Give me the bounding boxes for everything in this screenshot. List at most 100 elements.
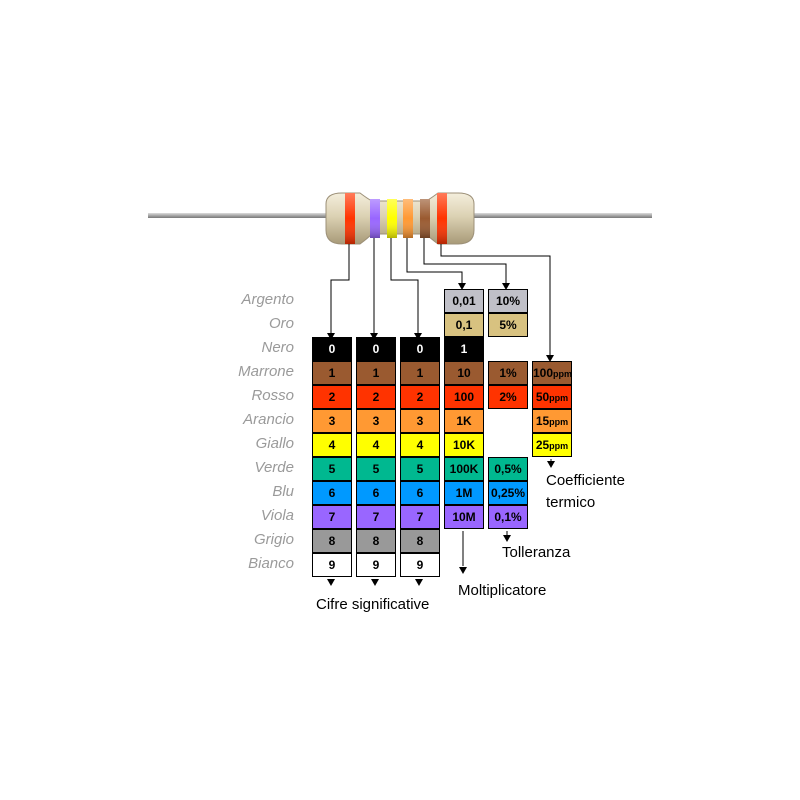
- digit-3-cell: 1: [400, 361, 440, 385]
- arrow-multiplier-down: [459, 567, 467, 574]
- digit-1-cell: 1: [312, 361, 352, 385]
- arrow-band-3: [414, 333, 422, 340]
- color-name-oro: Oro: [268, 315, 294, 332]
- multiplier-cell: 0,1: [444, 313, 484, 337]
- digit-1-cell: 5: [312, 457, 352, 481]
- connector-band-5: [423, 238, 507, 284]
- multiplier-cell: 10: [444, 361, 484, 385]
- temp-coef-unit: ppm: [549, 393, 569, 403]
- color-name-verde: Verde: [254, 459, 294, 476]
- temp-coef-cell: 100ppm: [532, 361, 572, 385]
- temp-coef-cell: 15ppm: [532, 409, 572, 433]
- tolerance-cell: 10%: [488, 289, 528, 313]
- digit-2-cell: 7: [356, 505, 396, 529]
- arrow-band-1: [327, 333, 335, 340]
- multiplier-cell: 100: [444, 385, 484, 409]
- digit-1-cell: 9: [312, 553, 352, 577]
- multiplier-cell: 1: [444, 337, 484, 361]
- digit-2-cell: 9: [356, 553, 396, 577]
- color-band-shade-6: [437, 193, 447, 244]
- connector-band-6: [440, 244, 551, 356]
- digit-1-cell: 4: [312, 433, 352, 457]
- arrow-band-4: [458, 283, 466, 290]
- temp-coef-unit: ppm: [553, 369, 573, 379]
- multiplier-cell: 1M: [444, 481, 484, 505]
- significant-digits-label: Cifre significative: [316, 596, 430, 613]
- digit-1-cell: 3: [312, 409, 352, 433]
- digit-2-cell: 3: [356, 409, 396, 433]
- multiplier-cell: 10K: [444, 433, 484, 457]
- color-band-shade-4: [403, 199, 413, 238]
- temp-coef-unit: ppm: [549, 417, 569, 427]
- color-name-giallo: Giallo: [255, 435, 294, 452]
- tolerance-cell: 2%: [488, 385, 528, 409]
- color-name-grigio: Grigio: [253, 531, 294, 548]
- temp-coef-cell: 25ppm: [532, 433, 572, 457]
- arrow-temp-coef-down: [547, 461, 555, 468]
- temp-coef-value: 50: [535, 390, 550, 404]
- tolerance-cell: 5%: [488, 313, 528, 337]
- color-band-shade-2: [370, 199, 380, 238]
- tolerance-cell: 1%: [488, 361, 528, 385]
- digit-2-cell: 1: [356, 361, 396, 385]
- digit-3-cell: 2: [400, 385, 440, 409]
- digit-2-cell: 8: [356, 529, 396, 553]
- temp-coef-value: 15: [535, 414, 550, 428]
- arrow-digit-2-down: [371, 579, 379, 586]
- arrow-tolerance-down: [503, 535, 511, 542]
- multiplier-cell: 100K: [444, 457, 484, 481]
- multiplier-label: Moltiplicatore: [458, 582, 547, 599]
- color-name-nero: Nero: [261, 339, 294, 356]
- arrow-band-6: [546, 355, 554, 362]
- tolerance-label: Tolleranza: [502, 544, 571, 561]
- digit-3-cell: 5: [400, 457, 440, 481]
- color-name-marrone: Marrone: [238, 363, 294, 380]
- digit-3-cell: 4: [400, 433, 440, 457]
- digit-3-cell: 3: [400, 409, 440, 433]
- digit-1-cell: 0: [312, 337, 352, 361]
- digit-2-cell: 6: [356, 481, 396, 505]
- color-name-blu: Blu: [272, 483, 294, 500]
- arrow-digit-1-down: [327, 579, 335, 586]
- temp-coef-label-line2: termico: [546, 494, 596, 511]
- multiplier-cell: 1K: [444, 409, 484, 433]
- temp-coef-unit: ppm: [549, 441, 569, 451]
- color-name-argento: Argento: [241, 291, 294, 308]
- digit-3-cell: 8: [400, 529, 440, 553]
- digit-1-cell: 6: [312, 481, 352, 505]
- digit-2-cell: 2: [356, 385, 396, 409]
- arrow-band-2: [370, 333, 378, 340]
- color-band-shade-3: [387, 199, 397, 238]
- multiplier-cell: 10M: [444, 505, 484, 529]
- digit-3-cell: 7: [400, 505, 440, 529]
- digit-3-cell: 0: [400, 337, 440, 361]
- arrow-band-5: [502, 283, 510, 290]
- connector-band-3: [390, 238, 419, 334]
- tolerance-cell: 0,5%: [488, 457, 528, 481]
- color-band-shade-5: [420, 199, 430, 238]
- digit-3-cell: 6: [400, 481, 440, 505]
- tolerance-cell: 0,1%: [488, 505, 528, 529]
- digit-2-cell: 4: [356, 433, 396, 457]
- temp-coef-value: 25: [535, 438, 550, 452]
- connector-band-1: [330, 244, 350, 334]
- arrow-digit-3-down: [415, 579, 423, 586]
- digit-2-cell: 5: [356, 457, 396, 481]
- connector-band-4: [406, 238, 463, 284]
- digit-2-cell: 0: [356, 337, 396, 361]
- digit-3-cell: 9: [400, 553, 440, 577]
- digit-1-cell: 2: [312, 385, 352, 409]
- temp-coef-label-line1: Coefficiente: [546, 472, 625, 489]
- temp-coef-value: 100: [533, 366, 554, 380]
- temp-coef-cell: 50ppm: [532, 385, 572, 409]
- color-name-arancio: Arancio: [243, 411, 294, 428]
- color-name-viola: Viola: [260, 507, 294, 524]
- color-band-shade-1: [345, 193, 355, 244]
- multiplier-cell: 0,01: [444, 289, 484, 313]
- color-name-bianco: Bianco: [248, 555, 294, 572]
- color-name-rosso: Rosso: [251, 387, 294, 404]
- digit-1-cell: 7: [312, 505, 352, 529]
- tolerance-cell: 0,25%: [488, 481, 528, 505]
